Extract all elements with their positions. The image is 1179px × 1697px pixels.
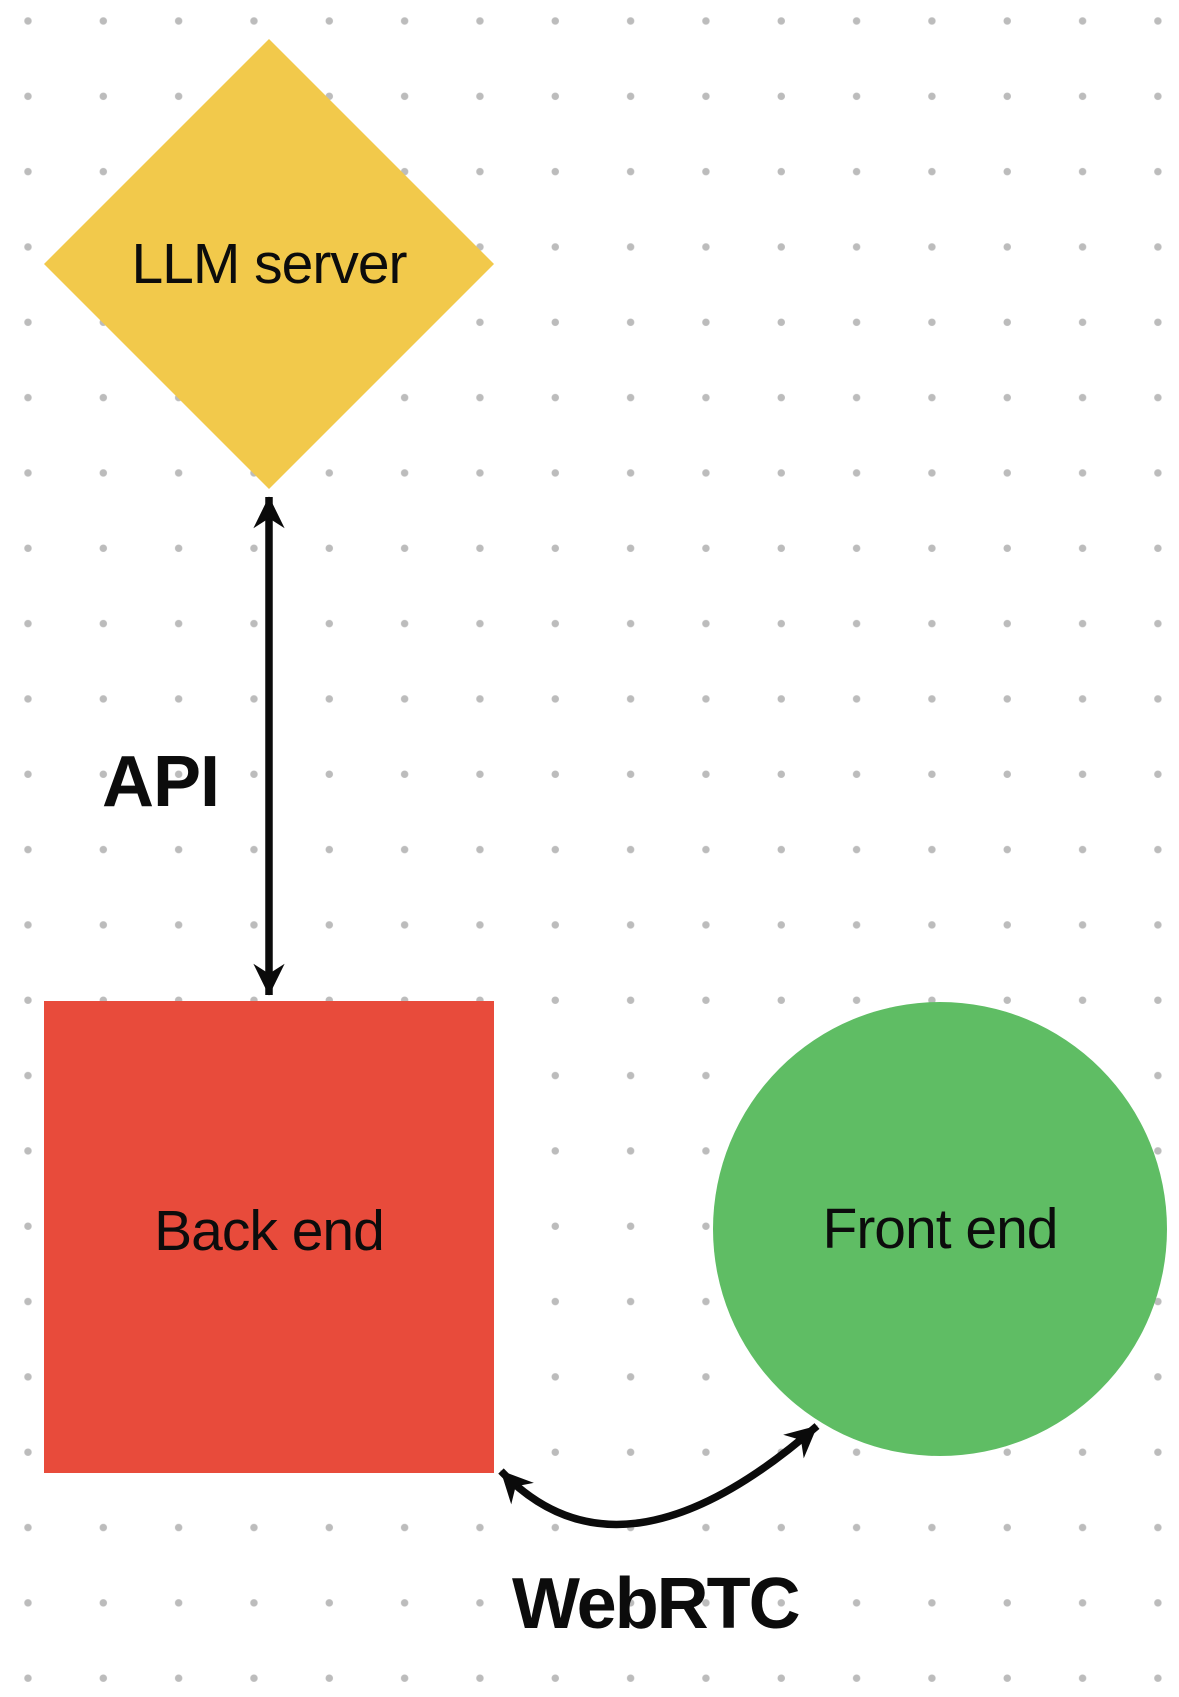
edge-label-api: API — [102, 742, 220, 822]
node-front-end-circle[interactable] — [713, 1002, 1167, 1456]
node-back-end-square[interactable] — [44, 1001, 494, 1473]
edge-webrtc-arrow[interactable] — [498, 1423, 820, 1529]
node-llm-server-diamond[interactable] — [44, 39, 494, 489]
edge-label-webrtc: WebRTC — [512, 1564, 801, 1644]
